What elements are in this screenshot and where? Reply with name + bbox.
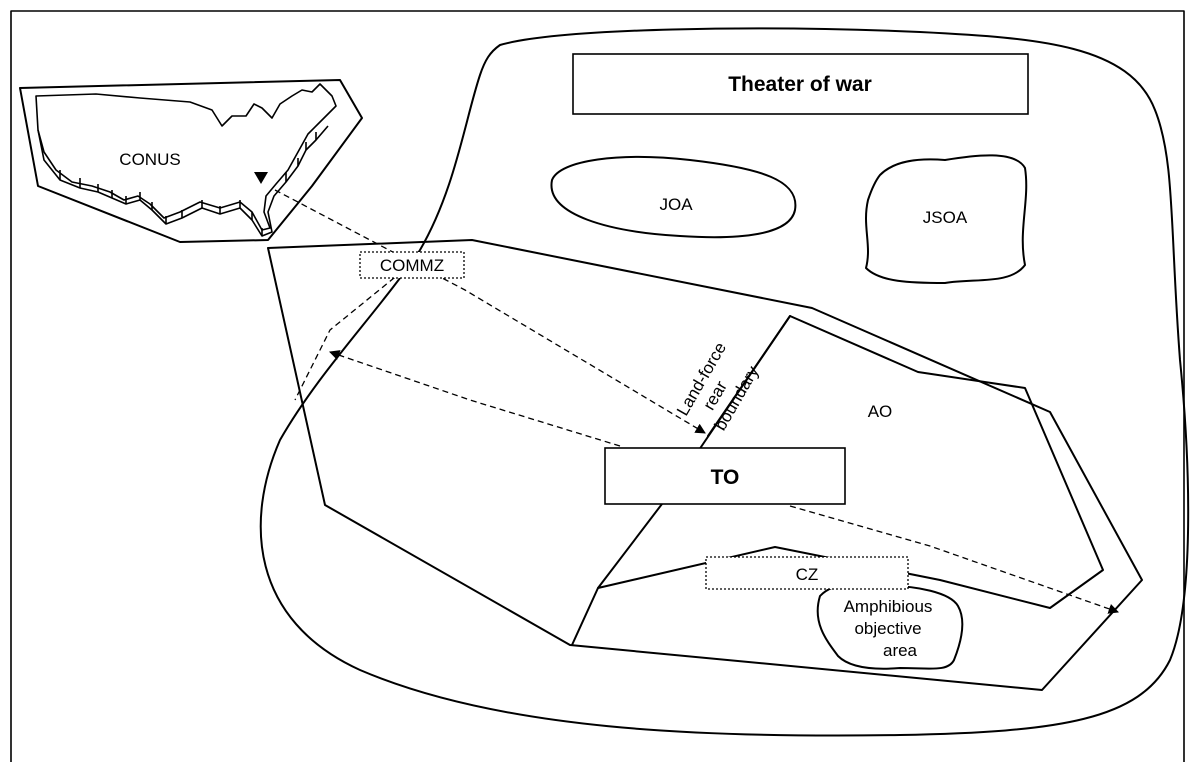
land-force-rear-boundary-label: Land-force rear boundary xyxy=(673,339,763,434)
theater-of-operations-boundary xyxy=(267,239,1143,691)
amphibious-label-line-1: Amphibious xyxy=(844,597,933,616)
conus-container xyxy=(19,79,363,243)
conus-map-3d-ticks xyxy=(59,132,317,236)
conus-map-3d-edge xyxy=(37,125,329,237)
combat-zone-boundary xyxy=(571,587,599,646)
jsoa-area xyxy=(865,154,1028,284)
to-label: TO xyxy=(711,466,740,489)
to-label-box xyxy=(604,447,846,505)
arrow-to-to-commz-west xyxy=(329,350,621,447)
conus-origin-marker xyxy=(254,172,268,184)
arrow-to-to-east xyxy=(789,505,1119,614)
arrow-commz-lower xyxy=(294,264,411,401)
theater-of-war-label-box xyxy=(572,53,1029,115)
amphibious-label-line-3: area xyxy=(883,641,918,660)
arrow-conus-to-to xyxy=(274,189,706,434)
joa-label: JOA xyxy=(659,195,693,214)
conus-map-icon xyxy=(35,83,337,231)
joa-area xyxy=(550,155,797,239)
cz-label-box xyxy=(705,556,909,590)
land-force-rear-boundary-line xyxy=(707,315,791,437)
amphibious-label-line-2: objective xyxy=(854,619,921,638)
theater-of-war-boundary xyxy=(259,27,1190,737)
page-frame xyxy=(10,10,1185,762)
jsoa-label: JSOA xyxy=(923,208,968,227)
ao-label: AO xyxy=(868,402,893,421)
commz-label: COMMZ xyxy=(380,256,444,275)
conus-label: CONUS xyxy=(119,150,180,169)
theater-of-war-label: Theater of war xyxy=(728,73,872,96)
commz-label-box xyxy=(359,251,465,279)
cz-label: CZ xyxy=(796,565,819,584)
area-of-operations-boundary xyxy=(597,315,1104,609)
